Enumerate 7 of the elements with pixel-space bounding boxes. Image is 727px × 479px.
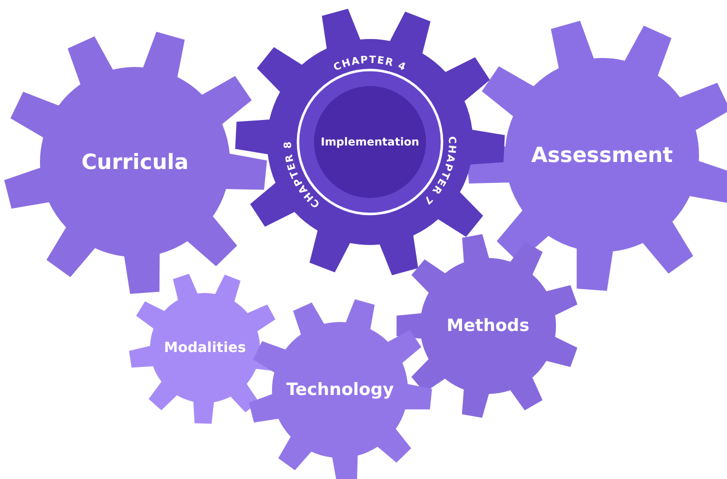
- gear-label: Methods: [446, 316, 530, 336]
- gear-label: Curricula: [81, 150, 189, 174]
- gear-label: Technology: [286, 380, 394, 400]
- gear-label: Assessment: [531, 143, 673, 167]
- chapter-label: CHAPTER 4: [332, 54, 408, 74]
- gear-label: Implementation: [320, 136, 420, 148]
- gear-label: Modalities: [164, 340, 246, 356]
